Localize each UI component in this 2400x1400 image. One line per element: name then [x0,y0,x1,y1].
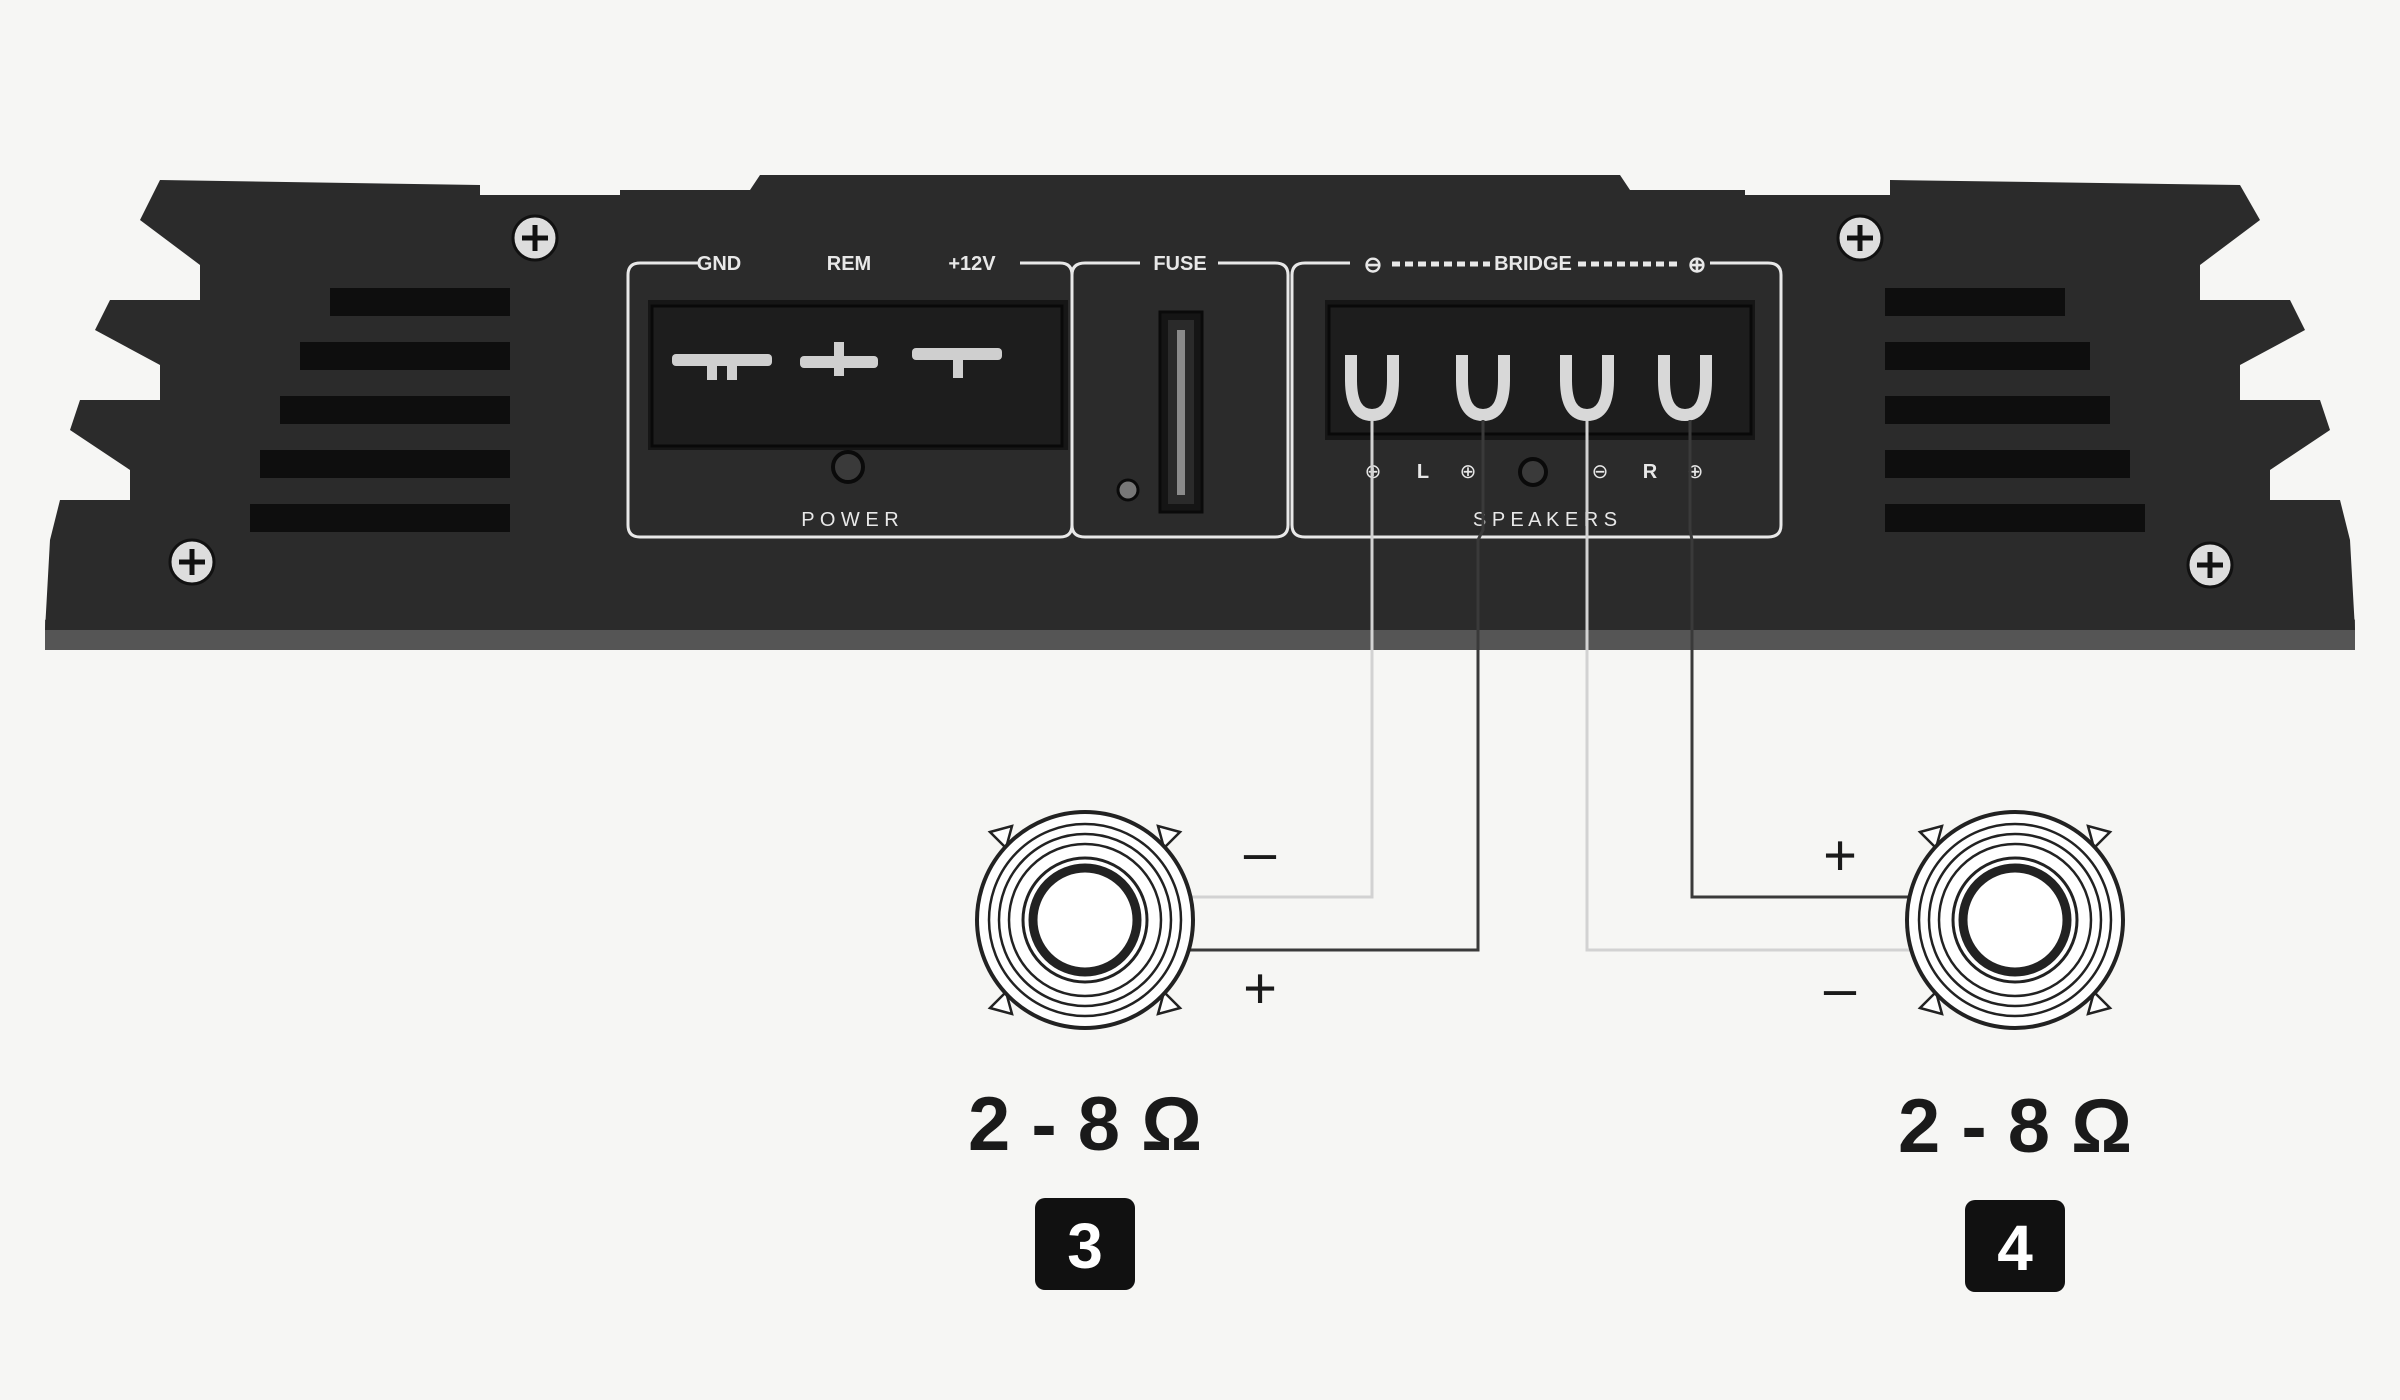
speaker-terminal-l-plus[interactable] [1345,355,1399,422]
wire-r-minus [1585,420,1910,952]
wire-l-plus [1190,420,1374,899]
screw-icon [511,214,559,262]
speakers-label: S P E A K E R S [1473,509,1617,531]
speaker-terminal-r-plus[interactable] [1658,355,1712,422]
left-vent-grille [250,288,510,532]
wire-r-plus [1688,420,1910,899]
speaker-block-screw [1518,457,1548,487]
speaker-left: – + 2 - 8 Ω 3 [968,810,1277,1290]
screw-icon [1836,214,1884,262]
speaker-left-plus-sign: + [1243,956,1277,1021]
speakers-panel: ⊖ BRIDGE ⊕ ⊕ L ⊕ ⊖ R ⊕ S P E A K E R S [1290,252,1783,539]
right-vent-grille [1885,288,2145,532]
speaker-right: + – 2 - 8 Ω 4 [1823,810,2132,1292]
figure-number-4: 4 [1997,1212,2033,1284]
amplifier: GND REM +12V P O W E R [45,175,2355,650]
speaker-left-impedance: 2 - 8 Ω [968,1082,1202,1167]
right-channel-label: R [1643,461,1658,483]
left-channel-label: L [1417,461,1429,483]
fuse-label: FUSE [1153,253,1206,275]
speaker-right-minus-sign: – [1824,956,1857,1021]
speaker-right-impedance: 2 - 8 Ω [1898,1084,2132,1169]
gnd-terminal[interactable] [672,354,772,380]
speaker-terminal-l-minus[interactable] [1456,355,1510,422]
figure-badge-3 [1035,1198,1135,1290]
figure-badge-4 [1965,1200,2065,1292]
speaker-right-plus-sign: + [1823,823,1857,888]
rem-label: REM [827,253,871,275]
terminal-2-plus-icon: ⊕ [1460,461,1477,483]
screw-icon [168,538,216,586]
speaker-wires [1190,420,1910,952]
gnd-label: GND [697,253,741,275]
bridge-label: BRIDGE [1494,253,1572,275]
plus12v-terminal[interactable] [912,348,1002,378]
wire-l-minus [1190,420,1485,952]
fuse-holder-screw [1116,478,1140,502]
bridge-minus-icon: ⊖ [1364,252,1382,277]
fuse-panel: FUSE [1070,253,1290,539]
plus12v-label: +12V [948,253,996,275]
power-block-screw [831,450,865,484]
screw-icon [2186,541,2234,589]
terminal-3-minus-icon: ⊖ [1592,461,1609,483]
speaker-left-minus-sign: – [1244,820,1277,885]
rem-terminal[interactable] [800,342,878,376]
speaker-terminal-r-minus[interactable] [1560,355,1614,422]
power-panel: GND REM +12V P O W E R [626,253,1074,539]
speaker-icon [975,810,1195,1030]
fuse-icon[interactable] [1158,310,1204,514]
power-label: P O W E R [801,509,898,531]
figure-number-3: 3 [1067,1210,1103,1282]
bridge-plus-icon: ⊕ [1688,252,1706,277]
speaker-icon [1905,810,2125,1030]
